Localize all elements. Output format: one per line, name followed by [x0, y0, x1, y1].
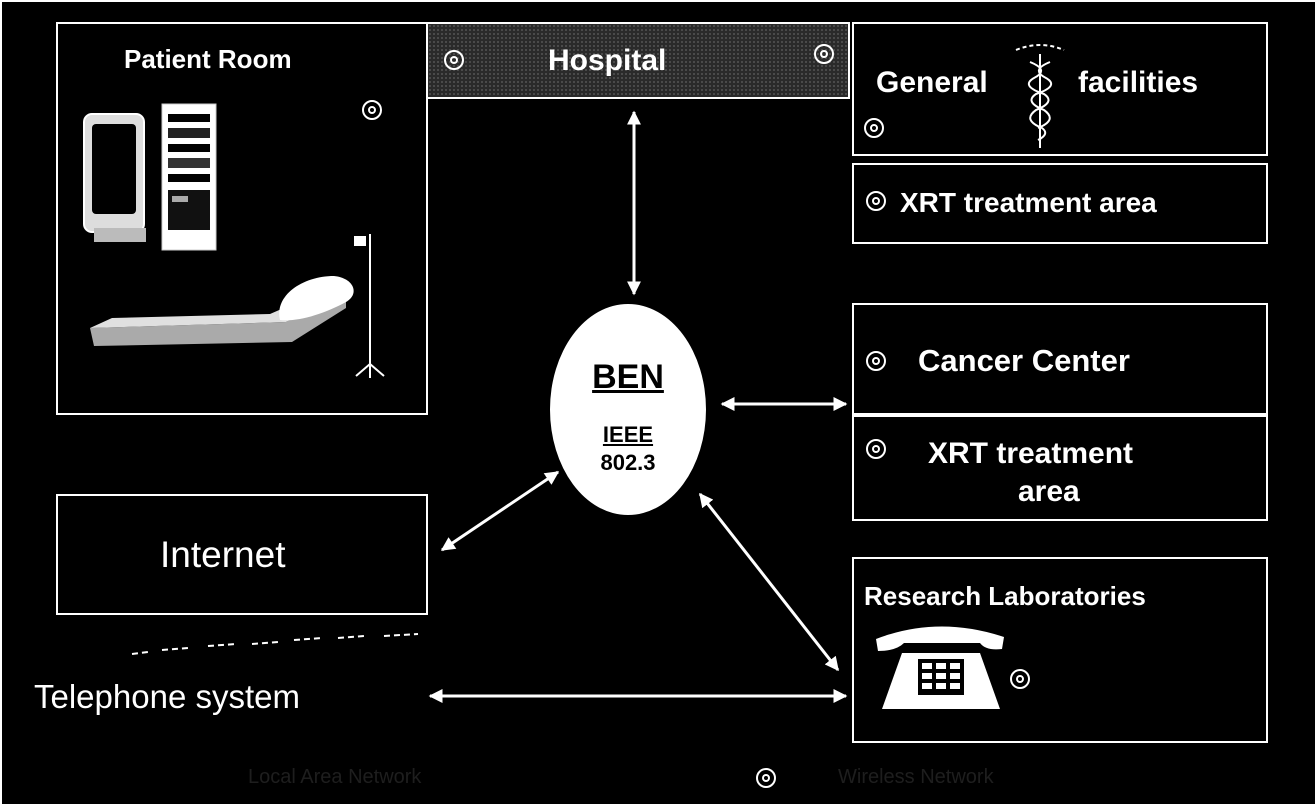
ben-standard-label: 802.3: [600, 450, 656, 475]
telephone-lines-decoration: [131, 633, 419, 655]
research-laboratories-box: Research Laboratories: [852, 557, 1268, 743]
ben-title: BEN: [592, 358, 664, 396]
wireless-node-icon: [362, 100, 382, 120]
xrt-treatment-area-box-1: XRT treatment area: [852, 163, 1268, 244]
legend-lan-label: Local Area Network: [248, 766, 422, 788]
legend-wireless-label: Wireless Network: [838, 766, 994, 788]
iv-stand-icon: [354, 234, 385, 378]
xrt-treatment-area-label-1: XRT treatment area: [900, 187, 1157, 218]
hospital-bed-icon: [90, 276, 354, 346]
ben-ieee-label: IEEE: [602, 422, 654, 447]
research-laboratories-title: Research Laboratories: [864, 581, 1146, 611]
ben-node: BEN IEEE 802.3: [548, 302, 708, 517]
general-facilities-label-right: facilities: [1078, 66, 1199, 99]
computer-icon: [83, 113, 146, 242]
telephone-icon: [876, 626, 1004, 709]
wireless-node-icon: [814, 44, 834, 64]
xrt-treatment-area-label-2a: XRT treatment: [928, 437, 1134, 470]
general-facilities-box: General facilities: [852, 22, 1268, 156]
general-facilities-label-left: General: [876, 66, 988, 99]
internet-label: Internet: [160, 534, 286, 575]
cancer-center-box: Cancer Center: [852, 303, 1268, 415]
server-rack-icon: [161, 103, 217, 251]
xrt-treatment-area-box-2: XRT treatment area: [852, 415, 1268, 521]
cancer-center-title: Cancer Center: [918, 343, 1130, 378]
hospital-title: Hospital: [548, 44, 667, 77]
wireless-node-icon: [866, 351, 886, 371]
xrt-treatment-area-label-2b: area: [1018, 475, 1080, 508]
patient-room-title: Patient Room: [124, 44, 292, 74]
wireless-node-icon: [756, 768, 776, 788]
wireless-node-icon: [866, 191, 886, 211]
wireless-node-icon: [1010, 669, 1030, 689]
wireless-node-icon: [866, 439, 886, 459]
hospital-box: Hospital: [426, 22, 850, 99]
telephone-system-label: Telephone system: [34, 678, 300, 715]
caduceus-icon: [1015, 44, 1065, 148]
arrow-ben-research: [698, 492, 840, 672]
wireless-node-icon: [864, 118, 884, 138]
wireless-node-icon: [444, 50, 464, 70]
patient-room-box: Patient Room: [56, 22, 428, 415]
arrow-ben-internet: [440, 470, 560, 552]
internet-box: Internet: [56, 494, 428, 615]
